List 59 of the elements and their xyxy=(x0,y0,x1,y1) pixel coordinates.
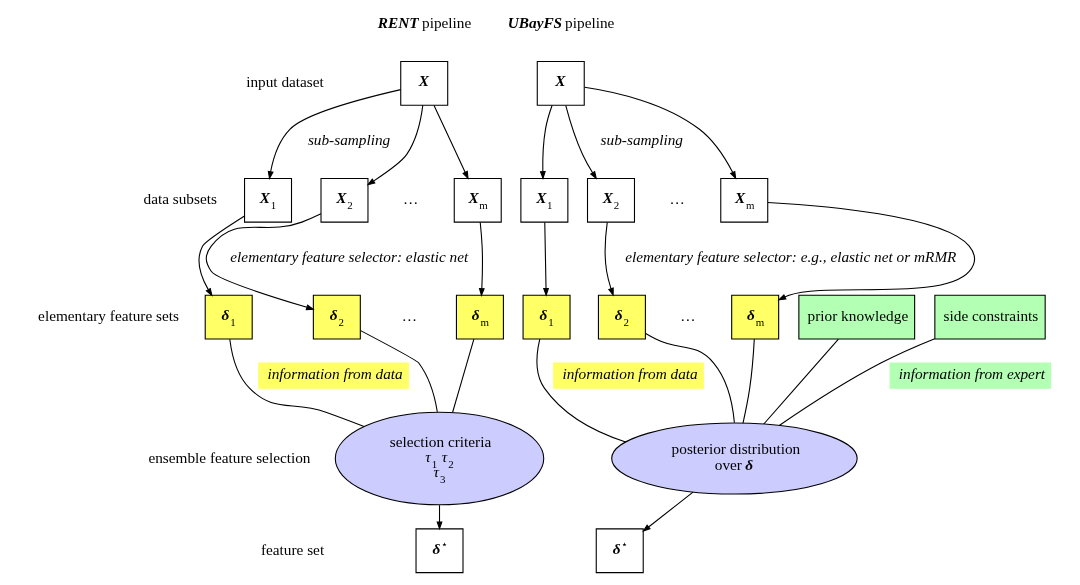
arrow xyxy=(198,215,246,297)
label: feature set xyxy=(260,540,325,558)
node-box: X$_{1}$ xyxy=(520,177,569,223)
node-ellipse: posterior distribution over δ xyxy=(611,422,858,495)
connector xyxy=(645,332,735,424)
node-box: δ$_{2}$ xyxy=(312,294,361,340)
arrow xyxy=(565,105,598,180)
node-box: δ$_{2}$ xyxy=(597,294,646,340)
connector xyxy=(452,338,475,414)
arrow xyxy=(539,105,553,180)
label: … xyxy=(401,307,418,325)
arrow xyxy=(205,213,322,311)
label: information from data xyxy=(267,364,403,382)
node-box: X$_{2}$ xyxy=(320,177,369,223)
node-box: X$_{1}$ xyxy=(244,177,293,223)
connector xyxy=(778,338,936,426)
label: UBayFS pipeline xyxy=(507,13,615,31)
label: RENT pipeline xyxy=(377,13,472,31)
node-box: side constraints xyxy=(934,294,1046,340)
label: sub-sampling xyxy=(600,130,683,148)
node-box: δ$_{1}$ xyxy=(522,294,571,340)
connector xyxy=(360,330,438,413)
node-ellipse: selection criteria τ$_{1}$ τ$_{2}$ τ$_{3}$ xyxy=(334,411,545,506)
node-box: X xyxy=(400,61,449,106)
node-box: X$_{m}$ xyxy=(720,177,769,223)
node-box: X$_{2}$ xyxy=(586,177,636,223)
node-box: X$_{m}$ xyxy=(453,177,502,223)
label: elementary feature selector: elastic net xyxy=(230,247,469,265)
node-box: δ$^{⋆}$ xyxy=(415,528,464,574)
label: … xyxy=(680,307,696,325)
label: ensemble feature selection xyxy=(148,448,311,466)
node-box: δ$^{⋆}$ xyxy=(595,528,644,574)
node-box: prior knowledge xyxy=(798,294,916,340)
connector xyxy=(536,338,627,443)
label: input dataset xyxy=(246,73,324,91)
arrow xyxy=(542,221,550,297)
connector xyxy=(763,338,839,425)
label: … xyxy=(669,190,685,208)
label: … xyxy=(402,190,419,208)
arrow xyxy=(642,491,694,533)
label: elementary feature selector: e.g., elastic net or mRMR xyxy=(625,247,957,265)
arrow xyxy=(584,86,737,180)
node-box: X xyxy=(536,61,585,106)
connector xyxy=(229,338,365,427)
arrow xyxy=(767,201,976,301)
label: information from data xyxy=(562,364,698,382)
arrow xyxy=(478,221,485,297)
label: elementary feature sets xyxy=(38,307,179,325)
arrow xyxy=(604,221,614,297)
node-box: δ$_{m}$ xyxy=(731,294,780,340)
arrow xyxy=(267,89,402,180)
arrow xyxy=(433,105,469,180)
label: data subsets xyxy=(143,190,217,208)
arrow xyxy=(366,104,424,186)
label: information from expert xyxy=(898,364,1046,382)
label: sub-sampling xyxy=(307,130,391,148)
node-box: δ$_{m}$ xyxy=(455,294,504,340)
connector xyxy=(742,338,755,424)
node-box: δ$_{1}$ xyxy=(204,294,253,340)
